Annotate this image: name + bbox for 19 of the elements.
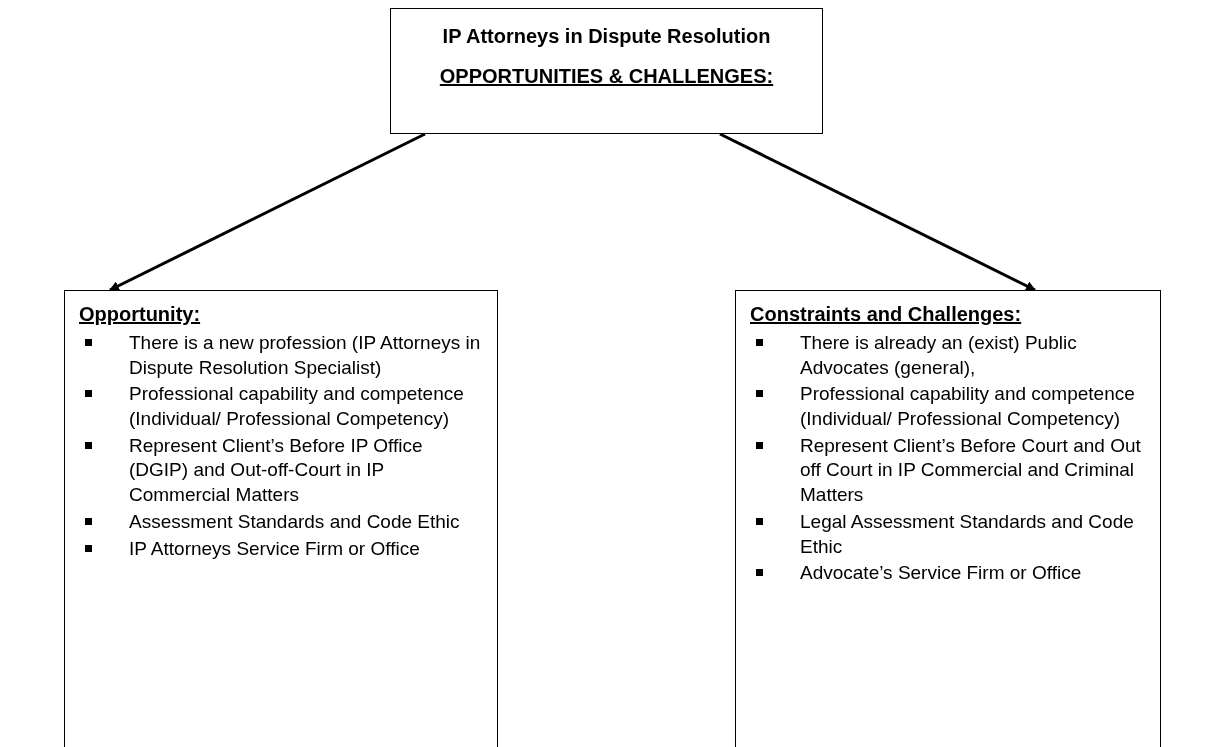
bullet-item: Advocate’s Service Firm or Office	[750, 561, 1148, 586]
bullet-item: Assessment Standards and Code Ethic	[79, 509, 485, 535]
section-heading: Opportunity:	[79, 302, 202, 327]
list-box	[64, 290, 498, 747]
arrow	[109, 132, 426, 292]
bullet-item: IP Attorneys Service Firm or Office	[79, 536, 485, 562]
list-box	[735, 290, 1161, 747]
bullet-item: Legal Assessment Standards and Code Ethic	[750, 509, 1148, 560]
bullet-item: There is already an (exist) Public Advocates (general),	[750, 331, 1148, 381]
bullet-item: Professional capability and competence (Individual/ Professional Competency)	[79, 382, 485, 432]
arrow	[719, 132, 1036, 292]
heading-text: OPPORTUNITIES & CHALLENGES:	[439, 64, 774, 89]
bullet-item: Represent Client’s Before Court and Out off Court in IP Commercial and Criminal Matters	[750, 433, 1148, 508]
heading-text: IP Attorneys in Dispute Resolution	[442, 24, 771, 49]
bullet-item: Represent Client’s Before IP Office (DGIP) and Out-off-Court in IP Commercial Matters	[79, 433, 485, 508]
title-box	[390, 8, 823, 134]
bullet-item: Professional capability and competence (Individual/ Professional Competency)	[750, 382, 1148, 432]
bullet-item: There is a new profession (IP Attorneys in Dispute Resolution Specialist)	[79, 331, 485, 381]
section-heading: Constraints and Challenges:	[750, 302, 1023, 327]
